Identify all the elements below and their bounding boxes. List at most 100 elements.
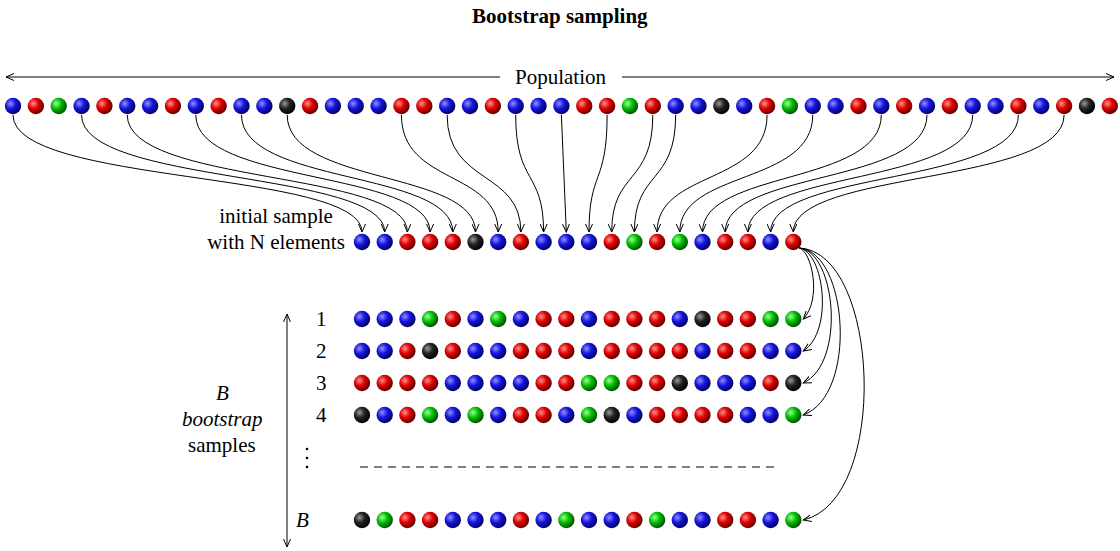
population-ball bbox=[759, 98, 775, 114]
population-ball bbox=[736, 98, 752, 114]
bootstrap-ball bbox=[604, 375, 620, 391]
bootstrap-ball bbox=[672, 311, 688, 327]
bootstrap-ball bbox=[785, 512, 801, 528]
ellipsis-dot bbox=[306, 457, 309, 460]
population-ball bbox=[393, 98, 409, 114]
bootstrap-ball bbox=[581, 375, 597, 391]
population-ball bbox=[987, 98, 1003, 114]
bootstrap-ball bbox=[626, 343, 642, 359]
sample-ball bbox=[490, 234, 506, 250]
population-ball bbox=[713, 98, 729, 114]
population-ball bbox=[233, 98, 249, 114]
population-ball bbox=[439, 98, 455, 114]
sample-ball bbox=[626, 234, 642, 250]
sample-ball bbox=[694, 234, 710, 250]
bootstrap-ball bbox=[626, 512, 642, 528]
population-ball bbox=[645, 98, 661, 114]
sample-ball bbox=[785, 234, 801, 250]
resample-arrow bbox=[799, 248, 864, 520]
bootstrap-ball bbox=[354, 311, 370, 327]
bootstrap-ball bbox=[694, 311, 710, 327]
row-number: 3 bbox=[316, 370, 327, 396]
population-ball bbox=[1056, 98, 1072, 114]
bootstrap-ball bbox=[762, 512, 778, 528]
bootstrap-ball bbox=[649, 407, 665, 423]
population-ball bbox=[1010, 98, 1026, 114]
bootstrap-ball bbox=[626, 311, 642, 327]
sample-ball bbox=[717, 234, 733, 250]
bootstrap-ball bbox=[649, 311, 665, 327]
sample-ball bbox=[377, 234, 393, 250]
bootstrap-ball bbox=[672, 407, 688, 423]
bootstrap-ball bbox=[649, 343, 665, 359]
bootstrap-ball bbox=[377, 512, 393, 528]
population-ball bbox=[256, 98, 272, 114]
resample-arrow bbox=[799, 248, 831, 383]
bootstrap-ball bbox=[694, 343, 710, 359]
bootstrap-ball bbox=[558, 407, 574, 423]
draw-arrow bbox=[516, 115, 544, 232]
bootstrap-ball bbox=[422, 311, 438, 327]
population-ball bbox=[965, 98, 981, 114]
samples-label: samples bbox=[188, 432, 256, 458]
population-ball bbox=[370, 98, 386, 114]
bootstrap-ball bbox=[445, 311, 461, 327]
bootstrap-ball bbox=[762, 311, 778, 327]
population-ball bbox=[942, 98, 958, 114]
draw-arrow bbox=[447, 115, 521, 232]
bootstrap-ball bbox=[467, 311, 483, 327]
bootstrap-ball bbox=[604, 512, 620, 528]
bootstrap-ball bbox=[762, 407, 778, 423]
bootstrap-ball bbox=[513, 512, 529, 528]
population-ball bbox=[1102, 98, 1118, 114]
draw-arrow bbox=[561, 115, 566, 232]
population-ball bbox=[1079, 98, 1095, 114]
bootstrap-ball bbox=[513, 343, 529, 359]
population-ball bbox=[96, 98, 112, 114]
range-arrow bbox=[287, 314, 288, 430]
bootstrap-ball bbox=[581, 343, 597, 359]
population-ball bbox=[850, 98, 866, 114]
bootstrap-ball bbox=[604, 311, 620, 327]
sample-ball bbox=[467, 234, 483, 250]
sample-ball bbox=[445, 234, 461, 250]
bootstrap-ball bbox=[626, 407, 642, 423]
bootstrap-ball bbox=[785, 343, 801, 359]
bootstrap-ball bbox=[717, 343, 733, 359]
bootstrap-ball bbox=[354, 343, 370, 359]
bootstrap-ball bbox=[535, 343, 551, 359]
bootstrap-ball bbox=[694, 512, 710, 528]
ellipsis-dot bbox=[306, 466, 309, 469]
bootstrap-ball bbox=[717, 512, 733, 528]
population-ball bbox=[210, 98, 226, 114]
bootstrap-ball bbox=[740, 407, 756, 423]
bootstrap-ball bbox=[626, 375, 642, 391]
bootstrap-ball bbox=[762, 343, 778, 359]
population-ball bbox=[690, 98, 706, 114]
sample-ball bbox=[581, 234, 597, 250]
draw-arrow bbox=[748, 115, 973, 232]
population-ball bbox=[805, 98, 821, 114]
bootstrap-ball bbox=[422, 407, 438, 423]
population-ball bbox=[165, 98, 181, 114]
bootstrap-ball bbox=[558, 512, 574, 528]
population-ball bbox=[667, 98, 683, 114]
sample-ball bbox=[354, 234, 370, 250]
bootstrap-ball bbox=[762, 375, 778, 391]
bootstrap-ball bbox=[422, 375, 438, 391]
bootstrap-ball bbox=[377, 375, 393, 391]
population-arrow bbox=[6, 77, 500, 78]
sample-ball bbox=[422, 234, 438, 250]
bootstrap-ball bbox=[581, 311, 597, 327]
bootstrap-ball bbox=[535, 407, 551, 423]
bootstrap-ball bbox=[694, 407, 710, 423]
draw-arrow bbox=[634, 115, 675, 232]
bootstrap-ball bbox=[490, 375, 506, 391]
population-ball bbox=[188, 98, 204, 114]
population-ball bbox=[28, 98, 44, 114]
resample-arrow bbox=[799, 248, 813, 319]
sample-ball bbox=[762, 234, 778, 250]
bootstrap-ball bbox=[490, 311, 506, 327]
bootstrap-ball bbox=[558, 311, 574, 327]
bootstrap-ball bbox=[490, 343, 506, 359]
